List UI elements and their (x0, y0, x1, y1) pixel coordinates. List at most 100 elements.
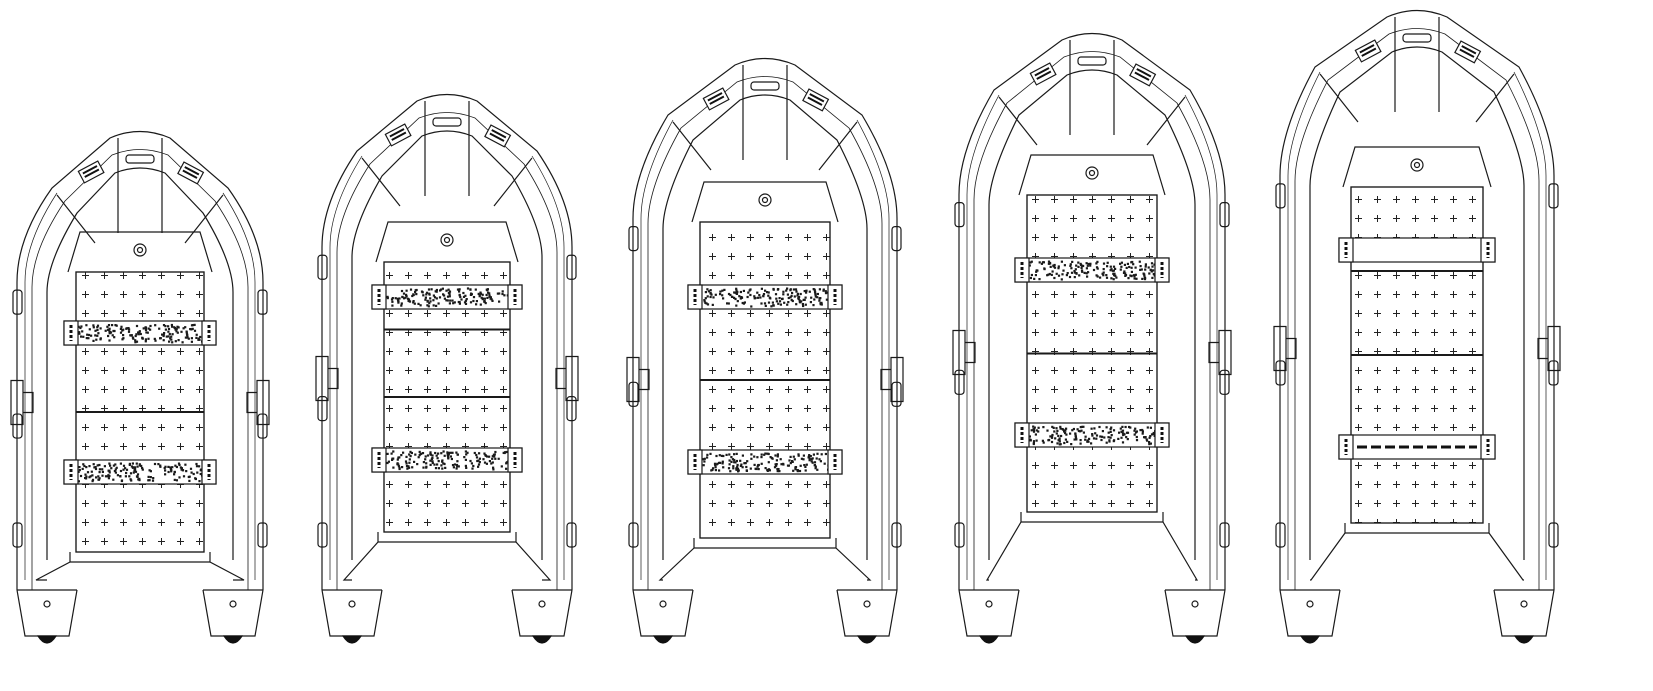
inner-tube (351, 130, 543, 560)
side-handle-left (12, 289, 23, 315)
outer-tube (958, 32, 1226, 590)
seat (63, 459, 217, 485)
outer-tube (1279, 9, 1555, 590)
stern-right (515, 532, 552, 581)
bow-deck (67, 231, 213, 273)
side-handle-left (12, 413, 23, 439)
rope-right (531, 155, 565, 580)
outer-tube (632, 57, 898, 590)
side-handle-right (257, 413, 268, 439)
bow-handle (432, 117, 462, 127)
boat-3 (626, 57, 904, 644)
logo-patch (702, 87, 730, 111)
bow-strip (1069, 40, 1115, 135)
bow-strip (1394, 17, 1440, 112)
side-handle-right (891, 522, 902, 548)
side-handle-left (954, 522, 965, 548)
cone-valve (659, 600, 667, 608)
cone-valve (1191, 600, 1199, 608)
cone-right (1164, 589, 1226, 644)
bow-handle (750, 81, 780, 91)
stern-right (835, 538, 872, 581)
cone-tip (341, 635, 363, 644)
stern-left (1310, 523, 1346, 581)
oarlock-left (626, 356, 650, 403)
logo-patch (484, 124, 512, 148)
side-handle-left (628, 381, 639, 407)
side-handle-right (257, 522, 268, 548)
bow-strip (424, 101, 470, 196)
side-handle-left (12, 522, 23, 548)
seat (1338, 434, 1496, 460)
logo-patch (1454, 40, 1482, 64)
bow-seams (672, 121, 858, 171)
seat (371, 447, 523, 473)
cone-valve (229, 600, 237, 608)
side-handle-left (1275, 522, 1286, 548)
stern-left (35, 552, 71, 581)
rope-right (856, 119, 890, 580)
logo-patch (1029, 62, 1057, 86)
side-handle-left (628, 226, 639, 252)
bow-seams (56, 194, 224, 244)
cone-valve (348, 600, 356, 608)
seat-texture (77, 323, 204, 344)
side-handle-left (317, 522, 328, 548)
cone-tip (1184, 635, 1206, 644)
logo-patch (177, 161, 205, 185)
inner-tube (46, 167, 234, 560)
cone-tip (652, 635, 674, 644)
cone-right (1493, 589, 1555, 644)
oarlock-left (952, 329, 976, 376)
side-handle-left (317, 396, 328, 422)
tube-seam (1294, 28, 1540, 590)
side-handle-right (1548, 183, 1559, 209)
valve (1410, 158, 1424, 172)
side-handle-right (257, 289, 268, 315)
seat (1338, 237, 1496, 263)
rope-left (1287, 71, 1321, 580)
side-handle-left (628, 522, 639, 548)
stern-right (1488, 523, 1524, 581)
cone-tip (1513, 635, 1535, 644)
side-handle-right (566, 254, 577, 280)
cone-valve (1306, 600, 1314, 608)
logo-patch (77, 160, 105, 184)
cone-left (632, 589, 694, 644)
cone-valve (43, 600, 51, 608)
cone-tip (531, 635, 553, 644)
oarlock-right (555, 355, 579, 402)
seat-texture (1028, 425, 1157, 446)
bow-handle (1077, 56, 1107, 66)
side-handle-left (317, 254, 328, 280)
cone-left (1279, 589, 1341, 644)
bow-seams (1319, 73, 1515, 123)
tube-seam (647, 76, 883, 590)
cone-tip (222, 635, 244, 644)
side-handle-right (566, 396, 577, 422)
side-handle-right (1219, 522, 1230, 548)
stern-right (1162, 512, 1199, 581)
bow-seams (998, 96, 1186, 146)
seat (63, 320, 217, 346)
side-handle-right (891, 381, 902, 407)
cone-right (836, 589, 898, 644)
bow-strip (742, 65, 788, 160)
valve (758, 193, 772, 207)
cone-left (16, 589, 78, 644)
bow-strip (117, 138, 163, 233)
boat-2 (315, 93, 579, 644)
valve (133, 243, 147, 257)
boat-5 (1273, 9, 1561, 644)
oarlock-right (246, 379, 270, 426)
rope-right (1513, 71, 1547, 580)
side-handle-left (954, 369, 965, 395)
outer-tube (16, 130, 264, 590)
side-handle-left (1275, 360, 1286, 386)
cone-valve (1520, 600, 1528, 608)
rope-right (1184, 94, 1218, 580)
cone-right (202, 589, 264, 644)
rope-left (329, 155, 363, 580)
cone-tip (36, 635, 58, 644)
